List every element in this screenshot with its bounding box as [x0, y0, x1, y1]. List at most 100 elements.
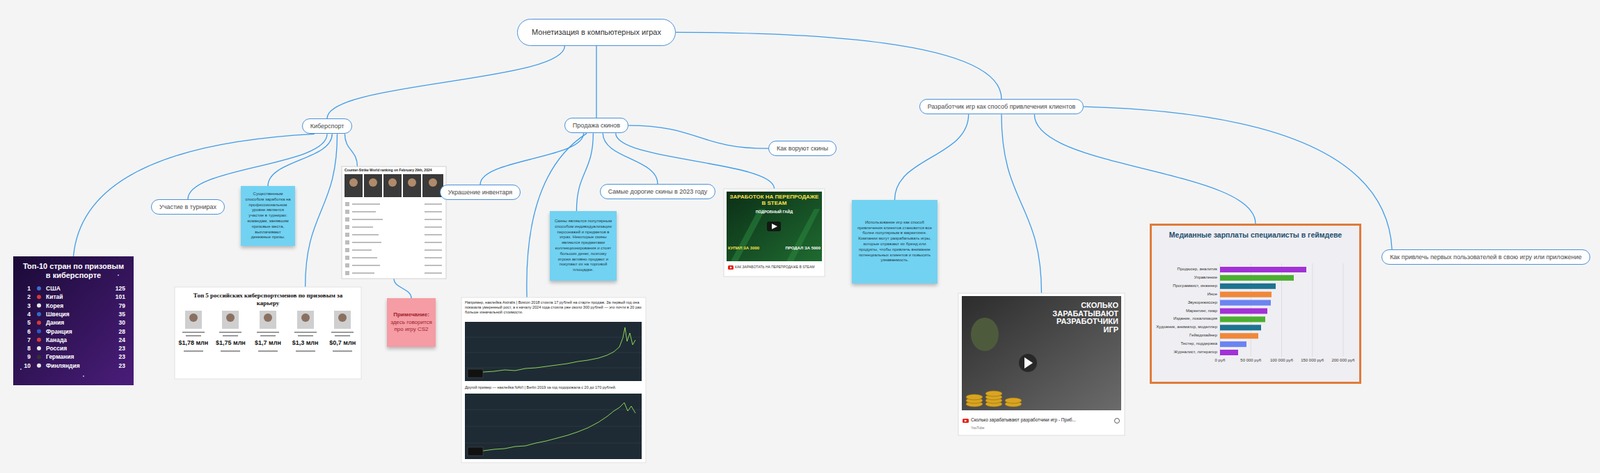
topic-pill: Самые дорогие скины в 2023 году	[599, 183, 717, 200]
chart-label: 1	[16, 284, 31, 292]
connector	[73, 133, 315, 257]
chart-label: $1,7 млн	[249, 338, 287, 346]
node-text: Украшение инвентаря	[448, 188, 513, 196]
node-text: здесь говорится про игру CS2	[390, 318, 433, 334]
chart-label: Геймдизайнер	[1152, 332, 1218, 338]
chart-label: 23	[97, 352, 126, 360]
text-slot: ЗАРАБОТОК НА ПЕРЕПРОДАЖЕ В STEAM	[729, 194, 820, 207]
image-card: Например, наклейка Astralis | Boston 201…	[461, 297, 646, 463]
topic-pill: Как воруют скины	[768, 140, 837, 156]
sticky-note: Скины являются популярным способом индив…	[549, 210, 617, 281]
chart-label: Финляндия	[45, 361, 95, 369]
chart-label: Германия	[45, 352, 95, 360]
node-text: ЗАРАБОТОК НА ПЕРЕПРОДАЖЕ В STEAM	[729, 194, 820, 207]
ranking-screenshot	[341, 166, 447, 279]
sticky-note: Существенным способом заработка на профе…	[240, 185, 296, 246]
connector	[595, 45, 597, 118]
text-slot: Медианные зарплаты специалисты в геймдев…	[1156, 230, 1355, 239]
price-charts	[461, 297, 646, 463]
chart-label: Франция	[45, 327, 95, 335]
video-card: СКОЛЬКО ЗАРАБАТЫВАЮТ РАЗРАБОТЧИКИ ИГРСко…	[958, 292, 1125, 435]
connector	[628, 125, 769, 149]
chart-label: Корея	[45, 302, 95, 310]
text-slot: Counter-Strike World ranking on February…	[344, 167, 444, 172]
chart-label: Швеция	[45, 310, 95, 318]
chart-label: 7	[16, 336, 31, 344]
node-text: Как воруют скины	[776, 144, 829, 152]
chart-label: 23	[97, 361, 126, 369]
top5-infographic	[174, 286, 362, 379]
node-text: КУПИЛ ЗА 3000	[727, 245, 772, 250]
chart-label: $1,75 млн	[212, 338, 249, 346]
connector	[344, 133, 358, 167]
connector	[602, 132, 658, 184]
node-text: Топ-10 стран по призовым в киберспорте	[20, 261, 127, 280]
connector	[894, 114, 969, 200]
text-slot: YouTube	[970, 425, 1118, 430]
node-text: ПРОДАЛ ЗА 5000	[777, 245, 821, 250]
node-text: Самые дорогие скины в 2023 году	[608, 187, 708, 195]
chart-label: Художник, аниматор, моделлер	[1152, 324, 1218, 330]
chart-label: 9	[16, 352, 31, 360]
chart-label: 2	[16, 292, 31, 300]
chart-label: Звукорежиссер	[1152, 299, 1218, 305]
node-text: Разработчик игр как способ привлечения к…	[927, 103, 1076, 110]
chart-label: Тестер, поддержка	[1152, 341, 1218, 346]
node-text: Counter-Strike World ranking on February…	[344, 167, 444, 172]
chart-label: 10	[16, 361, 31, 369]
chart-label: 28	[97, 327, 126, 335]
chart-label: 200 000 руб	[1325, 357, 1361, 362]
central-topic: Монетизация в компьютерных играх	[517, 18, 676, 46]
video-card	[958, 292, 1125, 435]
connector	[576, 132, 593, 211]
connector	[305, 133, 338, 287]
chart-label: 50 000 руб	[1233, 357, 1269, 362]
node-text: Монетизация в компьютерных играх	[531, 27, 662, 37]
chart-label: 79	[97, 302, 126, 310]
chart-label: 5	[16, 318, 31, 326]
topic-pill: Участие в турнирах	[151, 199, 225, 215]
image-card: Counter-Strike World ranking on February…	[341, 166, 447, 279]
node-text: YouTube	[970, 425, 1118, 430]
topic-pill: Разработчик игр как способ привлечения к…	[919, 98, 1085, 115]
connector	[393, 278, 412, 298]
chart-label: 6	[16, 327, 31, 335]
topic-pill: Как привлечь первых пользователей в свою…	[1381, 249, 1591, 265]
text-slot: Другой пример — наклейка NAVI | Berlin 2…	[464, 384, 643, 390]
chart-label: Управление	[1152, 274, 1218, 280]
image-card: Топ 5 российских киберспортсменов по при…	[174, 286, 362, 379]
chart-label: 3	[16, 302, 31, 310]
connector	[675, 32, 1002, 99]
node-text: Существенным способом заработка на профе…	[244, 191, 291, 241]
note-card: Примечание:здесь говорится про игру CS2	[386, 297, 436, 347]
chart-label: 8	[16, 344, 31, 352]
node-text: Использование игр как способ привлечения…	[856, 219, 934, 264]
node-text: Киберспорт	[310, 122, 345, 130]
chart-label: $0,7 млн	[324, 338, 361, 346]
chart-label: Дания	[45, 318, 95, 326]
top10-panel	[13, 256, 134, 385]
chart-label: 24	[97, 336, 126, 344]
node-text: Продажа скинов	[572, 121, 621, 129]
node-text: Топ 5 российских киберспортсменов по при…	[181, 291, 355, 307]
chart-label: Журналист, литератор	[1152, 349, 1218, 355]
text-slot: ПОДРОБНЫЙ ГАЙД	[729, 209, 820, 214]
node-text: Участие в турнирах	[159, 203, 217, 211]
chart-label: 23	[97, 344, 126, 352]
node-text: Сколько зарабатывают разработчики игр - …	[970, 416, 1118, 422]
node-text: КАК ЗАРАБОТАТЬ НА ПЕРЕПРОДАЖЕ В STEAM	[734, 264, 823, 269]
salary-bar-chart	[1151, 224, 1361, 383]
chart-label: США	[45, 284, 95, 292]
chart-label: $1,78 млн	[175, 338, 212, 346]
chart-label: 101	[97, 292, 126, 300]
chart-label: $1,3 млн	[287, 338, 324, 346]
chart-label: Программист, инженер	[1152, 283, 1218, 289]
node-text: Другой пример — наклейка NAVI | Berlin 2…	[464, 384, 643, 390]
connector	[615, 132, 775, 189]
text-slot: КУПИЛ ЗА 3000	[727, 245, 772, 250]
chart-label: 125	[97, 284, 126, 292]
node-text: Как привлечь первых пользователей в свою…	[1389, 253, 1582, 261]
node-text: Медианные зарплаты специалисты в геймдев…	[1156, 230, 1355, 239]
